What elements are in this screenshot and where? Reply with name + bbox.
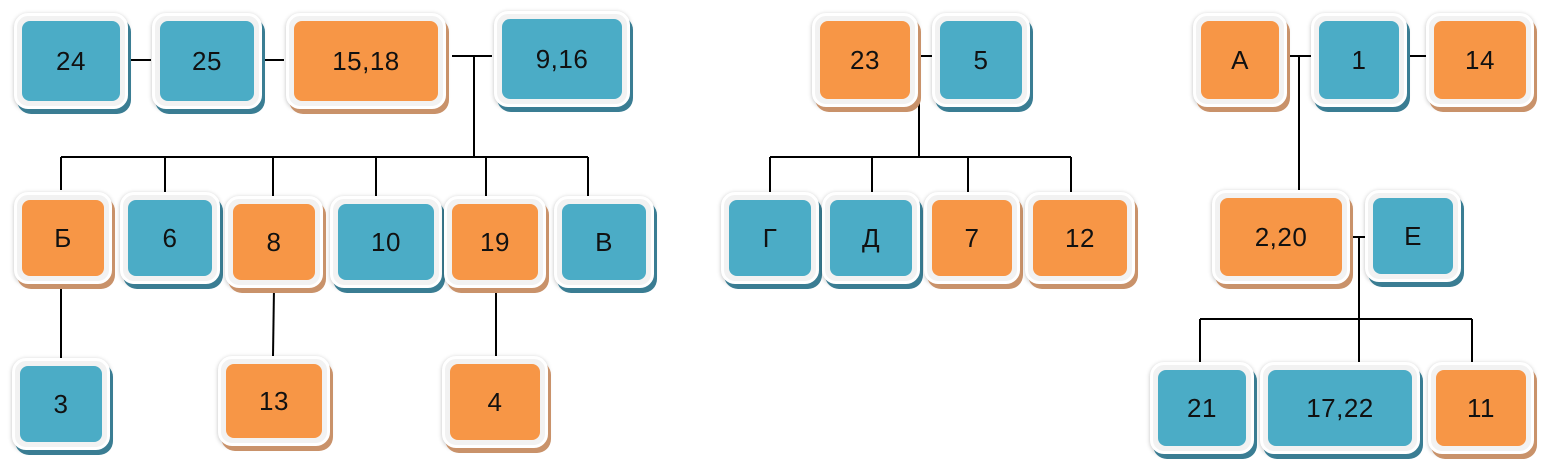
- node-a: А: [1193, 13, 1287, 107]
- node-d-label: Д: [830, 200, 912, 276]
- node-11: 11: [1428, 362, 1534, 454]
- node-v: В: [554, 196, 654, 288]
- node-d: Д: [822, 192, 920, 284]
- node-2-20-label: 2,20: [1220, 198, 1342, 276]
- node-9-16-label: 9,16: [502, 19, 622, 99]
- node-b-label: Б: [22, 200, 104, 276]
- connector: [272, 287, 275, 357]
- node-4: 4: [442, 356, 548, 448]
- node-3: 3: [12, 358, 110, 450]
- node-12-label: 12: [1033, 200, 1127, 276]
- node-7-label: 7: [932, 200, 1012, 276]
- node-17-22-label: 17,22: [1268, 370, 1412, 446]
- node-5: 5: [932, 13, 1030, 107]
- node-13: 13: [218, 356, 330, 446]
- node-13-label: 13: [226, 364, 322, 438]
- node-b: Б: [14, 192, 112, 284]
- node-1-label: 1: [1319, 21, 1399, 99]
- node-23: 23: [812, 13, 918, 107]
- node-15-18: 15,18: [286, 13, 446, 109]
- node-g: Г: [721, 192, 819, 284]
- node-24-label: 24: [22, 21, 120, 101]
- node-19-label: 19: [452, 204, 538, 280]
- node-25-label: 25: [160, 21, 254, 101]
- node-a-label: А: [1201, 21, 1279, 99]
- node-14: 14: [1426, 13, 1534, 107]
- node-23-label: 23: [820, 21, 910, 99]
- node-12: 12: [1025, 192, 1135, 284]
- node-9-16: 9,16: [494, 11, 630, 107]
- node-4-label: 4: [450, 364, 540, 440]
- node-21-label: 21: [1158, 370, 1246, 446]
- node-v-label: В: [562, 204, 646, 280]
- node-11-label: 11: [1436, 370, 1526, 446]
- node-5-label: 5: [940, 21, 1022, 99]
- node-2-20: 2,20: [1212, 190, 1350, 284]
- node-3-label: 3: [20, 366, 102, 442]
- node-10: 10: [330, 196, 442, 288]
- node-15-18-label: 15,18: [294, 21, 438, 101]
- node-17-22: 17,22: [1260, 362, 1420, 454]
- node-7: 7: [924, 192, 1020, 284]
- node-19: 19: [444, 196, 546, 288]
- node-1: 1: [1311, 13, 1407, 107]
- node-14-label: 14: [1434, 21, 1526, 99]
- node-21: 21: [1150, 362, 1254, 454]
- node-25: 25: [152, 13, 262, 109]
- node-g-label: Г: [729, 200, 811, 276]
- node-6: 6: [120, 192, 220, 284]
- node-10-label: 10: [338, 204, 434, 280]
- node-6-label: 6: [128, 200, 212, 276]
- node-24: 24: [14, 13, 128, 109]
- node-8-label: 8: [233, 204, 315, 280]
- node-e: Е: [1365, 190, 1461, 282]
- node-e-label: Е: [1373, 198, 1453, 274]
- node-8: 8: [225, 196, 323, 288]
